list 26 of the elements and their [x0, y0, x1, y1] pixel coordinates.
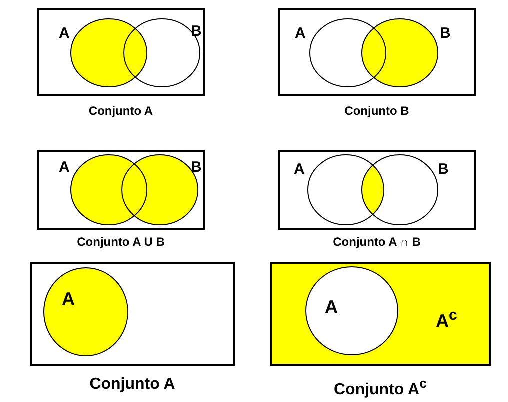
set-caption: Conjunto A ∩ B: [333, 235, 421, 249]
set-circle: [305, 266, 399, 356]
complement-label: A$^{c}$: [436, 308, 458, 330]
set-caption: Conjunto A U B: [77, 235, 165, 249]
universe-rectangle: [278, 8, 476, 96]
set-label: A: [59, 26, 70, 41]
set-label: A: [62, 290, 75, 308]
universe-rectangle: [278, 150, 476, 230]
set-caption: Conjunto B: [344, 104, 410, 118]
set-label: B: [191, 24, 202, 39]
set-caption: Conjunto A$^{c}$: [334, 376, 428, 400]
universe-rectangle: [30, 262, 235, 366]
universe-rectangle: [37, 150, 205, 230]
set-label: A: [294, 162, 305, 177]
set-circle: [123, 18, 201, 88]
set-caption: Conjunto A: [88, 104, 154, 118]
set-label: A: [295, 26, 306, 41]
set-label: A: [325, 298, 338, 316]
set-circle: [43, 267, 129, 357]
set-label: A: [59, 160, 70, 175]
set-label: B: [438, 162, 449, 177]
universe-rectangle: [37, 8, 205, 96]
universe-rectangle: [270, 262, 491, 366]
set-caption: Conjunto A: [90, 376, 176, 394]
set-label: B: [440, 26, 451, 41]
set-label: B: [191, 160, 202, 175]
